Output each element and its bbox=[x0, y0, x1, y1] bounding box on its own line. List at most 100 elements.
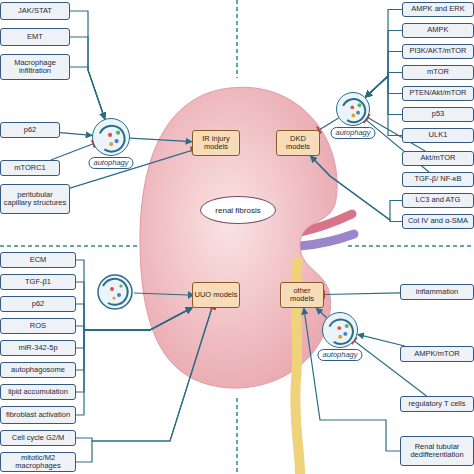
autophagy-label: autophagy bbox=[88, 157, 133, 169]
model-box: DKD models bbox=[276, 130, 320, 156]
signal-text: TGF-β1 bbox=[25, 278, 51, 286]
autophagy-symbol bbox=[98, 275, 132, 309]
phagophore-membrane bbox=[103, 279, 128, 305]
inhibition-line bbox=[70, 150, 192, 188]
signal-text: mitotic/M2 macrophages bbox=[3, 454, 73, 471]
arrow-connector bbox=[70, 37, 105, 119]
signal-text: ROS bbox=[30, 322, 46, 330]
inhibition-line bbox=[51, 144, 93, 160]
signal-text: PI3K/AKT/mTOR bbox=[410, 47, 467, 55]
signal-text: ULK1 bbox=[429, 131, 448, 139]
signal-text: Col IV and α-SMA bbox=[408, 217, 468, 225]
signal-box: Akt/mTOR bbox=[402, 151, 474, 166]
signal-box: lipid accumulation bbox=[0, 384, 76, 400]
cargo-dot bbox=[343, 332, 347, 336]
signal-text: JAK/STAT bbox=[18, 7, 52, 15]
signal-box: peritubular capillary structures bbox=[0, 184, 70, 214]
signal-box: p62 bbox=[0, 296, 76, 312]
signal-box: p62 bbox=[0, 122, 60, 138]
arrow-connector bbox=[365, 76, 402, 97]
signal-box: miR-342-5p bbox=[0, 340, 76, 356]
signal-box: regulatory T cells bbox=[400, 396, 474, 412]
arrow-connector bbox=[60, 133, 92, 136]
signal-text: regulatory T cells bbox=[409, 400, 466, 408]
fibrosis-oval: renal fibrosis bbox=[200, 196, 276, 224]
signal-box: autophagosome bbox=[0, 362, 76, 378]
autophagy-circle: autophagy bbox=[322, 312, 358, 348]
signal-text: p53 bbox=[432, 110, 445, 118]
arrow-connector bbox=[365, 10, 402, 98]
signal-box: mTORC1 bbox=[0, 160, 60, 176]
arrow-connector bbox=[70, 11, 105, 119]
arrow-connector bbox=[70, 67, 105, 119]
signal-text: AMPK/mTOR bbox=[414, 350, 459, 358]
autophagy-label: autophagy bbox=[330, 127, 375, 139]
cargo-dot bbox=[345, 324, 349, 328]
signal-box: mitotic/M2 macrophages bbox=[0, 452, 76, 472]
inhibition-line bbox=[76, 308, 212, 462]
signal-text: fibroblast activation bbox=[6, 411, 70, 419]
divider-line bbox=[348, 245, 474, 247]
arrow-connector bbox=[357, 334, 404, 346]
signal-text: peritubular capillary structures bbox=[3, 191, 67, 208]
cargo-dot bbox=[112, 296, 115, 299]
divider-line bbox=[236, 398, 238, 474]
arrow-connector bbox=[365, 31, 402, 98]
signal-box: p53 bbox=[402, 107, 474, 122]
inhibition-line bbox=[324, 293, 400, 295]
signal-box: EMT bbox=[0, 28, 70, 46]
signal-text: Macrophage infiltration bbox=[3, 59, 67, 76]
arrow-connector bbox=[130, 138, 192, 142]
signal-text: lipid accumulation bbox=[8, 388, 68, 396]
phagophore-membrane bbox=[343, 99, 365, 122]
signal-box: inflammation bbox=[400, 284, 474, 300]
signal-box: Cell cycle G2/M bbox=[0, 430, 76, 446]
cargo-dot bbox=[338, 335, 342, 339]
signal-text: autophagosome bbox=[11, 366, 65, 374]
signal-box: AMPK/mTOR bbox=[400, 346, 474, 362]
arrow-connector bbox=[311, 156, 402, 220]
signal-text: TGF-β/ NF-κB bbox=[414, 175, 461, 183]
signal-text: Cell cycle G2/M bbox=[12, 434, 65, 442]
signal-text: LC3 and ATG bbox=[416, 196, 461, 204]
autophagy-circle bbox=[98, 275, 132, 309]
signal-box: ROS bbox=[0, 318, 76, 334]
signal-box: AMPK bbox=[402, 23, 474, 38]
autophagy-circle: autophagy bbox=[92, 118, 130, 156]
kidney-illustration bbox=[140, 87, 337, 388]
signal-text: p62 bbox=[32, 300, 45, 308]
fibrosis-text: renal fibrosis bbox=[215, 206, 260, 215]
arrow-connector bbox=[76, 260, 192, 330]
signal-text: EMT bbox=[27, 33, 43, 41]
signal-box: ECM bbox=[0, 252, 76, 268]
signal-box: fibroblast activation bbox=[0, 406, 76, 424]
signal-text: mTORC1 bbox=[14, 164, 46, 172]
arrow-connector bbox=[304, 308, 400, 451]
renal-vein bbox=[300, 234, 354, 246]
signal-text: Renal tubular dedifferentiation bbox=[403, 443, 471, 460]
model-box: other models bbox=[280, 282, 324, 308]
signal-box: mTOR bbox=[402, 65, 474, 80]
cargo-dot bbox=[350, 105, 354, 109]
model-box: UUO models bbox=[192, 282, 240, 308]
arrow-connector bbox=[365, 76, 402, 115]
model-text: UUO models bbox=[195, 291, 238, 299]
arrow-connector bbox=[316, 308, 327, 318]
signal-text: AMPK and ERK bbox=[411, 5, 464, 13]
arrow-connector bbox=[365, 52, 402, 98]
signal-box: Col IV and α-SMA bbox=[402, 214, 474, 229]
phagophore-membrane bbox=[329, 319, 352, 343]
signal-box: Renal tubular dedifferentiation bbox=[400, 436, 474, 466]
autophagosome-art bbox=[337, 93, 371, 127]
arrow-connector bbox=[76, 282, 192, 330]
signal-text: p62 bbox=[24, 126, 37, 134]
signal-box: PTEN/Akt/mTOR bbox=[402, 86, 474, 101]
signal-text: PTEN/Akt/mTOR bbox=[410, 89, 467, 97]
arrow-connector bbox=[76, 308, 192, 392]
signal-text: miR-342-5p bbox=[18, 344, 57, 352]
signal-box: LC3 and ATG bbox=[402, 193, 474, 208]
cargo-dot bbox=[114, 139, 118, 143]
signal-box: TGF-β1 bbox=[0, 274, 76, 290]
